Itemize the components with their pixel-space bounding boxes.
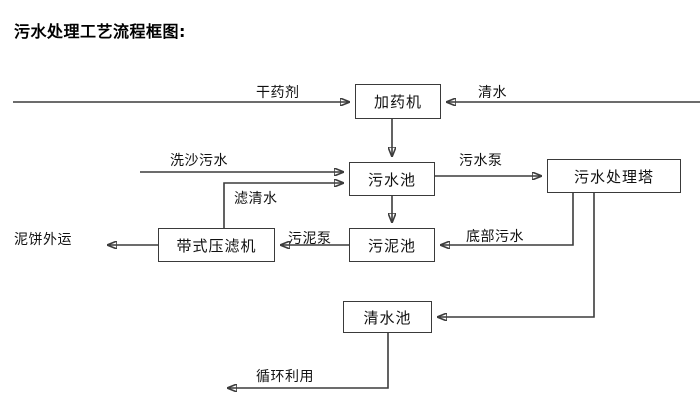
edge-label-clean-water-in: 清水: [478, 85, 507, 101]
node-wastewater-pool[interactable]: 污水池: [349, 162, 435, 196]
edge-label-sand-wash-sewage: 洗沙污水: [170, 153, 228, 169]
edge-label-filtered-clear-water: 滤清水: [234, 191, 278, 207]
edge-label-recycle-reuse: 循环利用: [256, 369, 314, 385]
node-label: 污水池: [367, 170, 416, 189]
node-treatment-tower[interactable]: 污水处理塔: [547, 159, 681, 193]
node-label: 污水处理塔: [573, 167, 654, 186]
node-dosing-machine[interactable]: 加药机: [355, 84, 441, 119]
edge-label-mud-cake-out: 泥饼外运: [14, 232, 72, 248]
page-title: 污水处理工艺流程框图:: [14, 22, 186, 41]
node-label: 加药机: [373, 93, 422, 111]
node-clean-water-pool[interactable]: 清水池: [343, 301, 432, 333]
node-label: 清水池: [363, 308, 412, 327]
edge-tower-to-clean-water-pool: [438, 193, 595, 317]
edge-label-bottom-sewage: 底部污水: [466, 229, 524, 245]
edge-label-sludge-pump: 污泥泵: [288, 231, 332, 247]
edge-tower-to-sludge-pool: [441, 193, 574, 245]
edge-label-sewage-pump: 污水泵: [459, 153, 503, 169]
node-sludge-pool[interactable]: 污泥池: [349, 228, 435, 262]
node-label: 污泥池: [367, 236, 416, 255]
edge-label-dry-chemical: 干药剂: [256, 85, 300, 101]
edge-clean-water-pool-to-recycle: [228, 333, 389, 388]
node-label: 带式压滤机: [176, 236, 257, 255]
node-belt-filter-press[interactable]: 带式压滤机: [158, 228, 275, 262]
